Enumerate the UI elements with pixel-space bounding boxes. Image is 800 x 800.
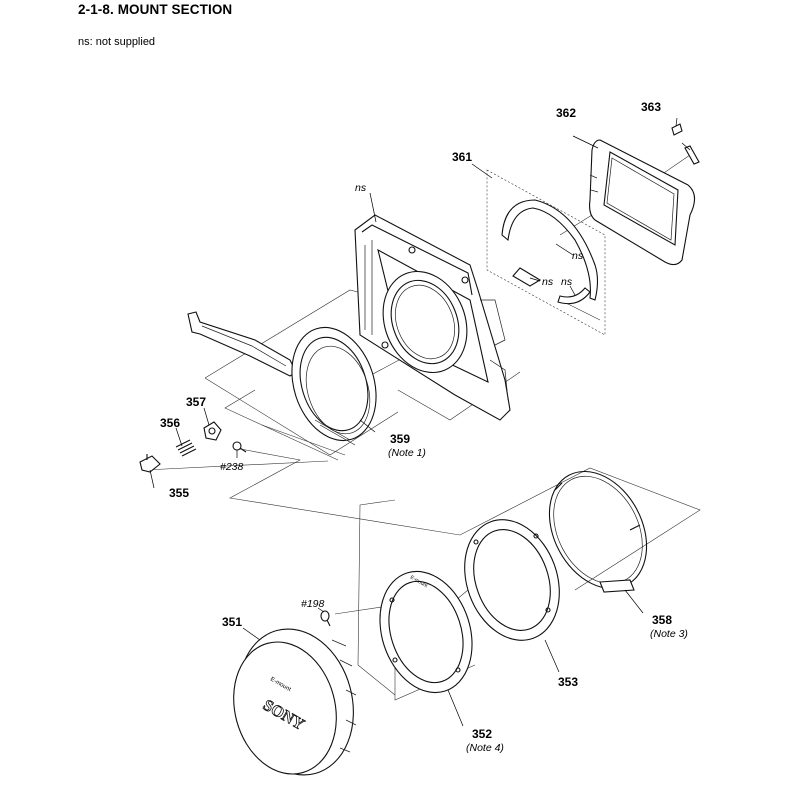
part-353-spring-plate [464, 519, 560, 641]
flex-cable [187, 311, 297, 377]
part-363-strip [684, 145, 700, 165]
ns-label-chassis: ns [355, 182, 367, 194]
screw-238-label: #238 [220, 461, 244, 473]
part-357-lever [203, 421, 222, 441]
label-352: 352 [472, 727, 492, 741]
screw-198-icon [320, 610, 331, 627]
part-355-release-button [139, 454, 161, 473]
part-359-mount-ring [291, 326, 377, 446]
mount-chassis [354, 214, 511, 421]
label-355: 355 [169, 486, 189, 500]
ns-label-360-c: ns [561, 276, 573, 288]
part-361-frame [589, 139, 696, 266]
ns-label-360-b: ns [542, 276, 554, 288]
part-360-group-box [486, 169, 606, 336]
label-358: 358 [652, 613, 672, 627]
label-357: 357 [186, 395, 206, 409]
label-359: 359 [390, 432, 410, 446]
part-356-spring [175, 439, 197, 457]
label-351: 351 [222, 615, 242, 629]
label-356: 356 [160, 416, 180, 430]
note-359: (Note 1) [388, 447, 426, 459]
part-351-body-cap: SONY E-mount [233, 628, 357, 776]
part-362-piece [671, 123, 683, 136]
ns-label-360-a: ns [572, 250, 584, 262]
part-352-mount-plate: E-mount [379, 570, 473, 694]
page-title: 2-1-8. MOUNT SECTION [78, 2, 233, 17]
label-353: 353 [558, 675, 578, 689]
label-362: 363 [641, 100, 661, 114]
label-361: 362 [556, 106, 576, 120]
part-360-light-shields [501, 199, 599, 305]
screw-198-label: #198 [301, 598, 325, 610]
note-352: (Note 4) [466, 742, 504, 754]
ns-legend: ns: not supplied [78, 36, 156, 48]
leader-lines [149, 117, 691, 727]
note-358: (Note 3) [650, 628, 688, 640]
part-358-contact-ring [548, 470, 648, 593]
label-360: 361 [452, 150, 472, 164]
screw-238-icon [232, 441, 247, 453]
